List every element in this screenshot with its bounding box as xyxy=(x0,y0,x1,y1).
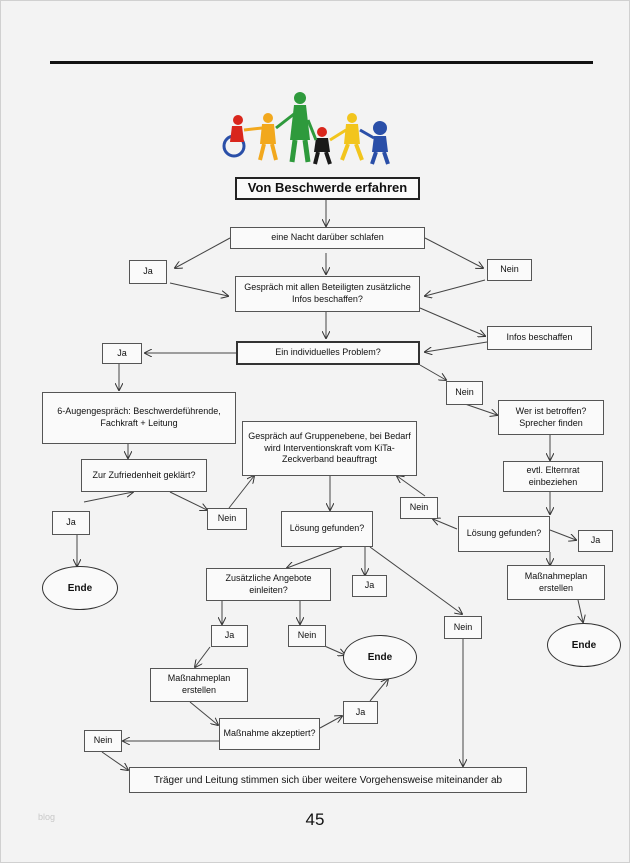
decision-loesung-2: Lösung gefunden? xyxy=(458,516,550,552)
step-wer-betroffen: Wer ist betroffen? Sprecher finden xyxy=(498,400,604,435)
end-oval-2: Ende xyxy=(343,635,417,680)
start-box-von-beschwerde: Von Beschwerde erfahren xyxy=(235,177,420,200)
step-gespraech-alle: Gespräch mit allen Beteiligten zusätzlic… xyxy=(235,276,420,312)
answer-nein-3: Nein xyxy=(207,508,247,530)
step-infos-beschaffen: Infos beschaffen xyxy=(487,326,592,350)
children-holding-hands-logo xyxy=(222,92,390,165)
step-augengespraech: 6-Augengespräch: Beschwerdeführende, Fac… xyxy=(42,392,236,444)
answer-nein-5: Nein xyxy=(288,625,326,647)
answer-ja-2: Ja xyxy=(102,343,142,364)
answer-ja-7: Ja xyxy=(343,701,378,724)
decision-zufriedenheit: Zur Zufriedenheit geklärt? xyxy=(81,459,207,492)
decision-massnahme-akzeptiert: Maßnahme akzeptiert? xyxy=(219,718,320,750)
step-gruppenebene: Gespräch auf Gruppenebene, bei Bedarf wi… xyxy=(242,421,417,476)
answer-nein-7: Nein xyxy=(84,730,122,752)
answer-ja-3: Ja xyxy=(52,511,90,535)
end-oval-1: Ende xyxy=(42,566,118,610)
step-eine-nacht: eine Nacht darüber schlafen xyxy=(230,227,425,249)
answer-ja-5: Ja xyxy=(352,575,387,597)
decision-loesung-1: Lösung gefunden? xyxy=(281,511,373,547)
header-rule xyxy=(50,61,593,64)
answer-nein-2: Nein xyxy=(446,381,483,405)
decision-individuelles-problem: Ein individuelles Problem? xyxy=(236,341,420,365)
decision-zusaetzliche-angebote: Zusätzliche Angebote einleiten? xyxy=(206,568,331,601)
answer-nein-4: Nein xyxy=(400,497,438,519)
watermark: blog xyxy=(38,812,56,822)
answer-ja-1: Ja xyxy=(129,260,167,284)
page-number: 45 xyxy=(305,810,325,829)
answer-ja-6: Ja xyxy=(211,625,248,647)
step-massnahmeplan-right: Maßnahmeplan erstellen xyxy=(507,565,605,600)
step-traeger-leitung: Träger und Leitung stimmen sich über wei… xyxy=(129,767,527,793)
end-oval-3: Ende xyxy=(547,623,621,667)
step-elternrat: evtl. Elternrat einbeziehen xyxy=(503,461,603,492)
answer-nein-1: Nein xyxy=(487,259,532,281)
answer-nein-6: Nein xyxy=(444,616,482,639)
step-massnahmeplan-left: Maßnahmeplan erstellen xyxy=(150,668,248,702)
answer-ja-4: Ja xyxy=(578,530,613,552)
